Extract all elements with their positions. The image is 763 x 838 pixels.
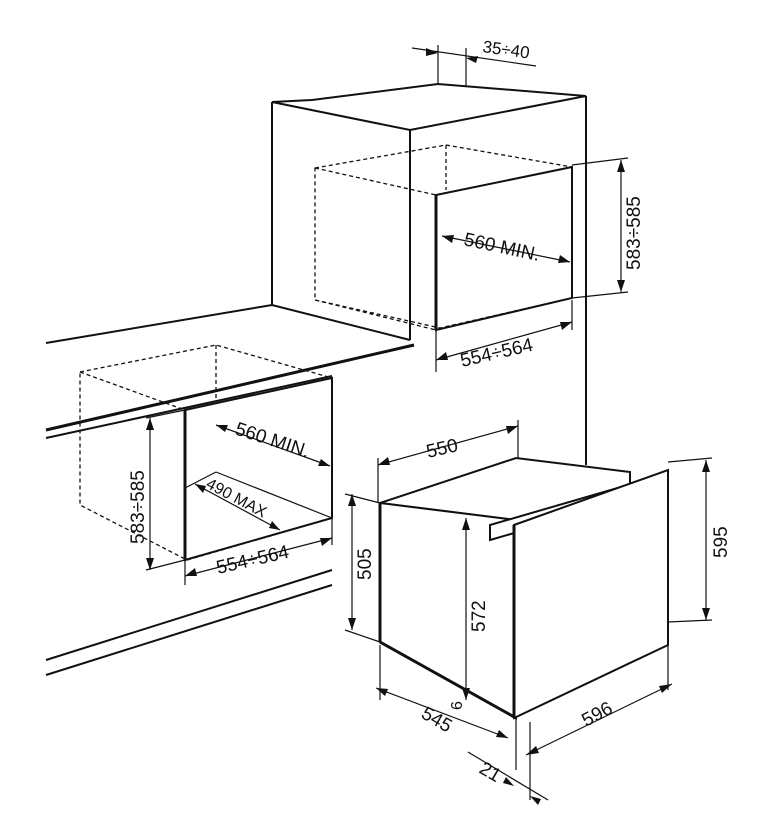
arrow-depth-right bbox=[496, 730, 508, 738]
dim-oven-width-line bbox=[377, 425, 519, 466]
lower-niche-opening bbox=[184, 376, 333, 562]
label-lower-height: 583÷585 bbox=[128, 470, 149, 544]
arrow-depth-left bbox=[376, 688, 388, 696]
lower-niche-hidden-edge bbox=[79, 371, 186, 411]
dim-oven-height-ext-top bbox=[667, 457, 713, 463]
arrow-lower-height-bottom bbox=[146, 558, 154, 570]
cabinet-top-back-edge bbox=[271, 82, 587, 103]
plinth-line-1 bbox=[45, 569, 333, 661]
base-cabinet bbox=[45, 303, 415, 676]
dim-depth-line bbox=[375, 687, 509, 739]
arrow-upper-opening-left bbox=[436, 352, 448, 360]
arrow-upper-height-top bbox=[617, 160, 625, 172]
dim-upper-width-line bbox=[441, 235, 571, 263]
dim-upper-height-ext-top bbox=[571, 157, 629, 166]
label-oven-width: 550 bbox=[424, 435, 460, 463]
arrow-front-width-left bbox=[526, 746, 539, 755]
worktop-top-surface bbox=[45, 303, 411, 344]
arrow-oven-height-top bbox=[702, 460, 710, 472]
arrowheads bbox=[146, 48, 710, 805]
arrow-lower-width-right bbox=[318, 459, 330, 466]
arrow-lower-opening-left bbox=[185, 568, 197, 576]
arrow-lower-opening-right bbox=[320, 538, 332, 546]
arrow-lower-height-top bbox=[146, 418, 154, 430]
arrow-upper-opening-right bbox=[560, 322, 572, 330]
arrow-top-gap-right bbox=[466, 56, 478, 63]
lower-niche-floor-edge-2 bbox=[184, 471, 217, 489]
dim-upper-height-ext-bottom bbox=[571, 291, 629, 299]
arrow-oven-inner-bottom bbox=[462, 688, 470, 700]
arrow-panel-left bbox=[503, 777, 514, 786]
worktop-front-edge bbox=[45, 343, 415, 432]
dim-oven-height-ext-bottom bbox=[667, 619, 713, 623]
dim-lower-depth-line bbox=[194, 483, 281, 531]
arrow-oven-inner-top bbox=[462, 518, 470, 530]
arrow-upper-width-left bbox=[442, 235, 454, 243]
upper-niche-hidden-edge-bottom bbox=[314, 299, 437, 331]
cabinet-top-front-edge bbox=[271, 95, 587, 132]
dim-lower-width-line bbox=[215, 424, 331, 467]
lower-niche-floor-edge bbox=[215, 471, 333, 519]
dim-lower-height-ext-top bbox=[145, 409, 186, 419]
dim-oven-body-ext-bottom bbox=[344, 629, 381, 643]
dim-front-width-line bbox=[525, 683, 673, 756]
arrow-oven-body-bottom bbox=[348, 618, 356, 630]
upper-niche-hidden-edge bbox=[314, 167, 437, 196]
label-oven-height: 595 bbox=[711, 526, 732, 558]
dim-upper-opening-line bbox=[435, 321, 573, 361]
arrow-oven-body-top bbox=[348, 494, 356, 506]
arrow-upper-height-bottom bbox=[617, 280, 625, 292]
plinth-line-2 bbox=[45, 584, 333, 676]
oven-bottom-edge bbox=[379, 640, 517, 720]
oven bbox=[378, 456, 669, 720]
label-bottom-gap: 6 bbox=[449, 701, 466, 710]
label-upper-opening: 554÷564 bbox=[458, 335, 535, 372]
arrow-oven-width-right bbox=[506, 426, 518, 434]
dimension-lines bbox=[145, 45, 713, 801]
label-oven-body-height: 505 bbox=[355, 548, 376, 580]
worktop-front-lower-edge bbox=[45, 375, 333, 439]
arrow-lower-depth-left bbox=[195, 484, 206, 493]
arrow-panel-right bbox=[530, 796, 541, 805]
arrow-lower-width-left bbox=[216, 425, 228, 432]
label-upper-height: 583÷585 bbox=[624, 196, 645, 270]
arrow-top-gap-left bbox=[426, 48, 438, 56]
dim-oven-body-ext-top bbox=[344, 493, 381, 504]
arrow-front-width-right bbox=[659, 684, 672, 693]
dim-lower-height-ext-bottom bbox=[145, 559, 186, 571]
label-oven-inner-height: 572 bbox=[469, 600, 490, 632]
arrow-upper-width-right bbox=[558, 255, 570, 263]
arrow-oven-width-left bbox=[378, 457, 390, 465]
dim-lower-opening-line bbox=[184, 537, 333, 577]
arrow-oven-height-bottom bbox=[702, 608, 710, 620]
label-panel-thickness: 21 bbox=[476, 758, 505, 787]
dim-panel-line bbox=[467, 751, 549, 801]
arrow-lower-depth-right bbox=[269, 521, 280, 530]
